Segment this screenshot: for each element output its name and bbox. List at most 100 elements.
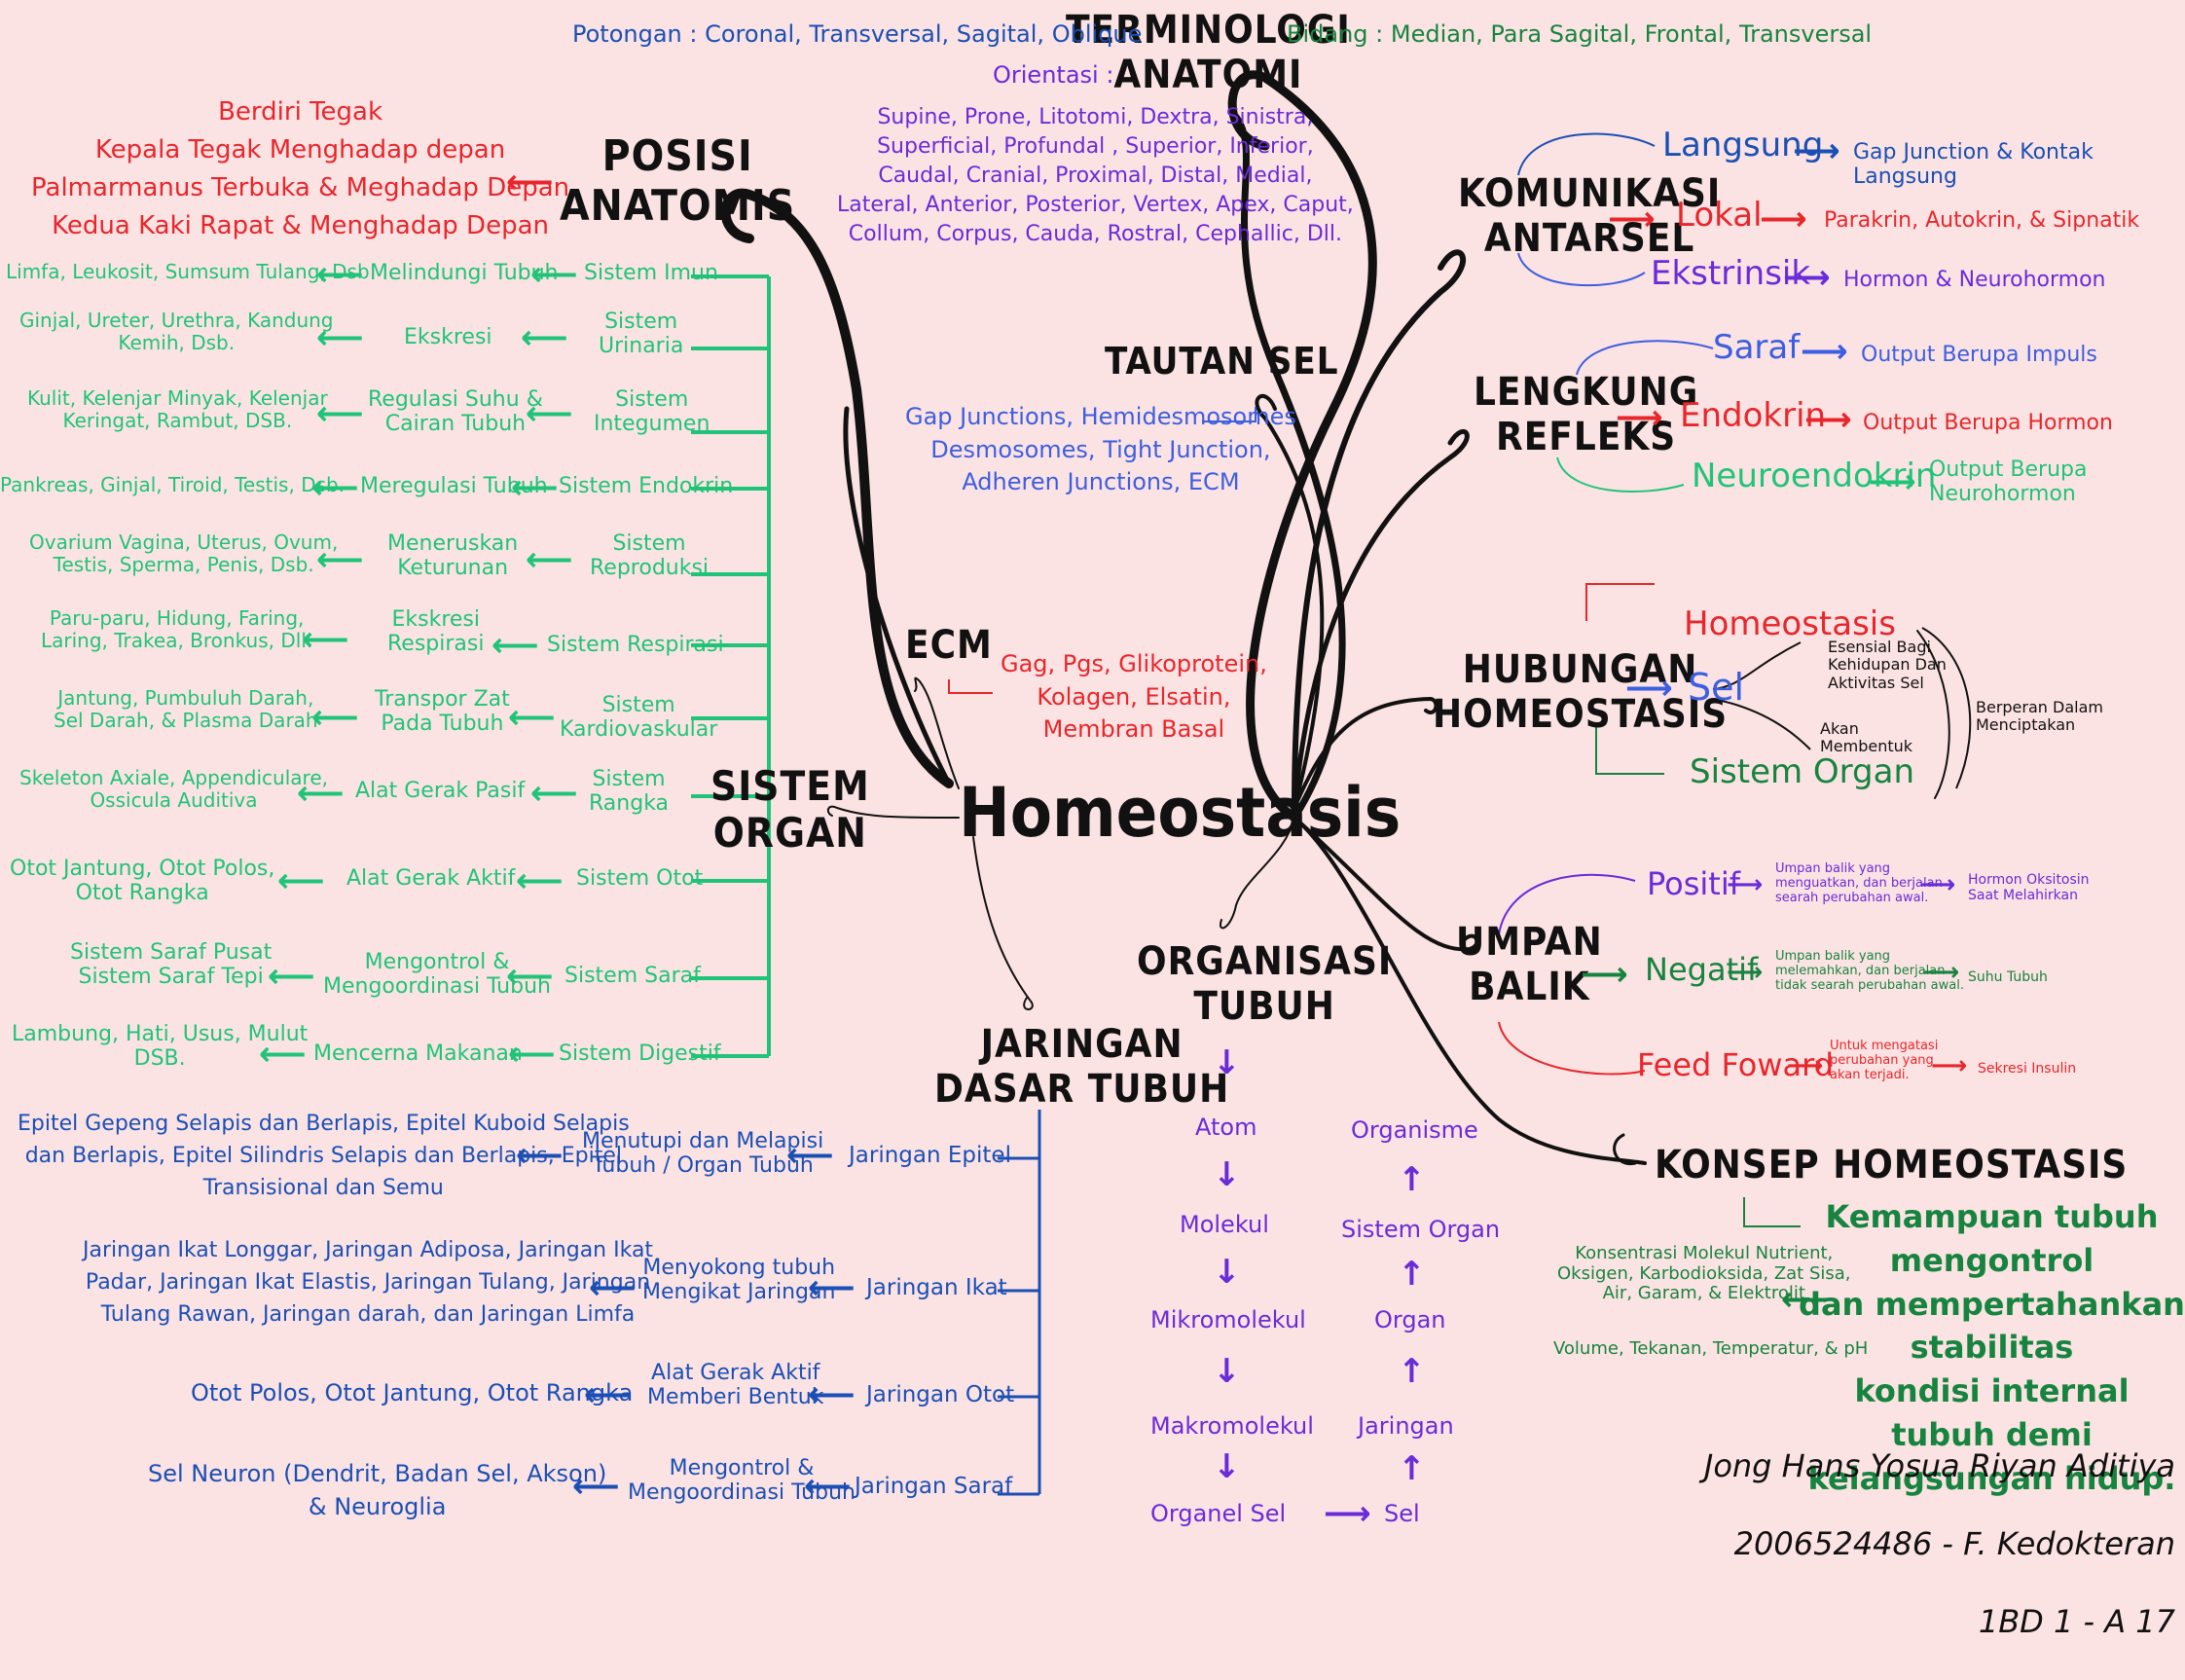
umpan-desc: Untuk mengatasi perubahan yang akan terj… <box>1830 1039 1939 1082</box>
tissue-name: Jaringan Otot <box>866 1382 1015 1407</box>
system-function: Regulasi Suhu & Cairan Tubuh <box>368 387 543 437</box>
tissue-function: Mengontrol & Mengoordinasi Tubuh <box>628 1456 856 1506</box>
hubungan-item: Sistem Organ <box>1690 752 1915 791</box>
arrow-left-icon: ⟵ <box>584 1375 632 1414</box>
system-examples: Skeleton Axiale, Appendiculare, Ossicula… <box>19 766 328 812</box>
arrow-right-icon: ⟶ <box>1801 332 1848 371</box>
arrow-right-icon: ⟶ <box>1581 955 1628 994</box>
ecm-desc: Gag, Pgs, Glikoprotein, Kolagen, Elsatin… <box>1001 650 1267 744</box>
arrow-right-icon: ⟶ <box>1783 258 1831 297</box>
arrow-down-icon: ↓ <box>1213 1253 1241 1292</box>
org-level: Sel <box>1384 1500 1420 1527</box>
arrow-left-icon: ⟵ <box>808 1268 856 1307</box>
arrow-right-icon: ⟶ <box>1787 1051 1824 1080</box>
system-function: Alat Gerak Pasif <box>355 779 526 803</box>
author-id: 2006524486 - F. Kedokteran <box>1733 1525 2175 1562</box>
arrow-left-icon: ⟵ <box>521 318 568 357</box>
system-function: Ekskresi <box>404 325 492 349</box>
connector-lines <box>691 70 1972 1496</box>
arrow-left-icon: ⟵ <box>297 774 345 813</box>
system-examples: Lambung, Hati, Usus, Mulut DSB. <box>12 1022 309 1072</box>
system-function: Melindungi Tubuh <box>370 261 559 285</box>
umpan-example: Sekresi Insulin <box>1978 1061 2077 1077</box>
system-function: Meneruskan Keturunan <box>387 531 519 581</box>
system-name: Sistem Kardiovaskular <box>560 693 718 743</box>
system-function: Alat Gerak Aktif <box>346 866 516 891</box>
system-name: Sistem Saraf <box>564 964 701 988</box>
orientasi-list: Supine, Prone, Litotomi, Dextra, Sinistr… <box>837 105 1354 246</box>
orientasi-label: Orientasi : <box>993 61 1114 89</box>
arrow-right-icon: ⟶ <box>1919 870 1956 899</box>
hubungan-note: Esensial Bagi Kehidupan Dan Aktivitas Se… <box>1828 638 1947 692</box>
arrow-up-icon: ↑ <box>1398 1160 1426 1199</box>
arrow-right-icon: ⟶ <box>1727 958 1764 987</box>
arrow-right-icon: ⟶ <box>1608 200 1656 238</box>
arrow-left-icon: ⟵ <box>530 774 578 813</box>
arrow-left-icon: ⟵ <box>808 1375 856 1414</box>
umpan-title: UMPAN BALIK <box>1456 920 1603 1009</box>
arrow-right-icon: ⟶ <box>1625 669 1673 708</box>
potongan-text: Potongan : Coronal, Transversal, Sagital… <box>572 20 1143 48</box>
arrow-right-icon: ⟶ <box>1793 131 1840 170</box>
arrow-left-icon: ⟵ <box>516 861 564 900</box>
arrow-left-icon: ⟵ <box>316 318 364 357</box>
tissue-examples: Jaringan Ikat Longgar, Jaringan Adiposa,… <box>83 1238 654 1327</box>
komunikasi-desc: Gap Junction & Kontak Langsung <box>1853 140 2094 190</box>
umpan-example: Hormon Oksitosin Saat Melahirkan <box>1968 872 2090 904</box>
system-name: Sistem Reproduksi <box>590 531 710 581</box>
arrow-right-icon: ⟶ <box>1931 1051 1968 1080</box>
system-examples: Ovarium Vagina, Uterus, Ovum, Testis, Sp… <box>29 530 339 576</box>
arrow-right-icon: ⟶ <box>1869 462 1916 501</box>
system-examples: Pankreas, Ginjal, Tiroid, Testis, Dsb. <box>0 473 346 496</box>
konsep-factors: Konsentrasi Molekul Nutrient, Oksigen, K… <box>1557 1243 1851 1304</box>
arrow-right-icon: ⟶ <box>1923 958 1960 987</box>
system-name: Sistem Integumen <box>594 387 710 437</box>
arrow-down-icon: ↓ <box>1213 1155 1241 1194</box>
komunikasi-type: Langsung <box>1662 126 1824 164</box>
hubungan-title: HUBUNGAN HOMEOSTASIS <box>1433 647 1729 737</box>
org-level: Atom <box>1195 1114 1257 1141</box>
komunikasi-type: Ekstrinsik <box>1651 254 1811 293</box>
organisasi-title: ORGANISASI TUBUH <box>1137 939 1393 1029</box>
tissue-examples: Sel Neuron (Dendrit, Badan Sel, Akson) &… <box>148 1460 607 1520</box>
system-name: Sistem Imun <box>584 261 718 285</box>
author-class: 1BD 1 - A 17 <box>1978 1603 2175 1640</box>
posisi-title: POSISI ANATOMIS <box>560 131 796 231</box>
komunikasi-desc: Parakrin, Autokrin, & Sipnatik <box>1824 208 2140 233</box>
komunikasi-desc: Hormon & Neurohormon <box>1843 268 2106 292</box>
system-examples: Paru-paru, Hidung, Faring, Laring, Trake… <box>41 606 313 652</box>
arrow-left-icon: ⟵ <box>311 468 359 507</box>
system-name: Sistem Respirasi <box>547 633 724 657</box>
jaringan-title: JARINGAN DASAR TUBUH <box>934 1022 1230 1112</box>
system-examples: Limfa, Leukosit, Sumsum Tulang, Dsb <box>6 260 370 283</box>
arrow-left-icon: ⟵ <box>506 957 554 996</box>
umpan-desc: Umpan balik yang melemahkan, dan berjala… <box>1775 949 1964 993</box>
ecm-title: ECM <box>905 623 993 668</box>
arrow-left-icon: ⟵ <box>506 163 554 201</box>
system-name: Sistem Rangka <box>589 767 670 817</box>
tissue-function: Alat Gerak Aktif Memberi Bentuk <box>647 1361 824 1410</box>
arrow-right-icon: ⟶ <box>1324 1494 1371 1533</box>
arrow-left-icon: ⟵ <box>526 540 573 579</box>
umpan-type: Feed Foward <box>1637 1046 1835 1083</box>
system-name: Sistem Endokrin <box>559 474 734 498</box>
refleks-desc: Output Berupa Neurohormon <box>1929 457 2088 507</box>
arrow-left-icon: ⟵ <box>530 255 578 294</box>
arrow-left-icon: ⟵ <box>508 698 556 737</box>
org-level: Mikromolekul <box>1150 1306 1306 1333</box>
refleks-type: Neuroendokrin <box>1692 457 1937 495</box>
tissue-name: Jaringan Saraf <box>855 1474 1013 1499</box>
org-level: Organ <box>1374 1306 1446 1333</box>
arrow-up-icon: ↑ <box>1398 1352 1426 1391</box>
system-function: Mencerna Makanan <box>313 1041 523 1066</box>
arrow-left-icon: ⟵ <box>268 957 315 996</box>
arrow-left-icon: ⟵ <box>316 255 364 294</box>
arrow-left-icon: ⟵ <box>316 540 364 579</box>
umpan-type: Negatif <box>1645 951 1759 988</box>
org-level: Molekul <box>1180 1211 1269 1238</box>
system-function: Mengontrol & Mengoordinasi Tubuh <box>323 950 551 1000</box>
arrow-left-icon: ⟵ <box>277 861 325 900</box>
umpan-desc: Umpan balik yang menguatkan, dan berjala… <box>1775 861 1943 905</box>
arrow-left-icon: ⟵ <box>302 620 349 659</box>
arrow-left-icon: ⟵ <box>804 1467 852 1506</box>
